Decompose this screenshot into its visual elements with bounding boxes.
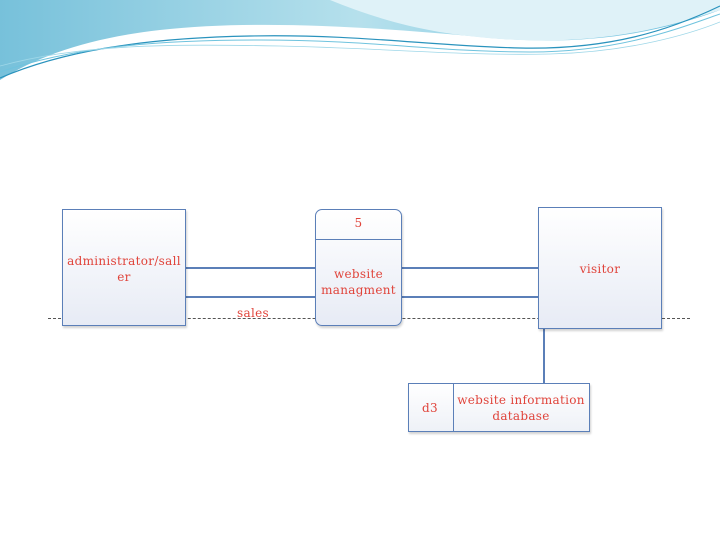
process-label: website managment bbox=[315, 266, 402, 298]
datastore-label-line2: database bbox=[492, 409, 549, 423]
process-divider bbox=[316, 239, 401, 240]
entity-administrator-label-line1: administrator/sall bbox=[67, 254, 181, 268]
datastore-label-line1: website information bbox=[457, 393, 585, 407]
process-label-line2: managment bbox=[321, 283, 396, 297]
entity-administrator-label-line2: er bbox=[117, 270, 130, 284]
entity-visitor-label: visitor bbox=[538, 261, 662, 277]
process-label-line1: website bbox=[334, 267, 383, 281]
flow-line-process-to-datastore-h bbox=[402, 296, 545, 298]
flow-line-process-to-visitor bbox=[402, 267, 538, 269]
flow-label-sales: sales bbox=[225, 305, 281, 321]
header-wave-decoration bbox=[0, 0, 720, 90]
process-number: 5 bbox=[315, 215, 402, 231]
flow-line-admin-to-process-top bbox=[186, 267, 315, 269]
datastore-id: d3 bbox=[408, 400, 452, 416]
flow-line-admin-to-process-bottom bbox=[186, 296, 315, 298]
datastore-label: website information database bbox=[452, 392, 590, 424]
entity-administrator-label: administrator/sall er bbox=[62, 253, 186, 285]
